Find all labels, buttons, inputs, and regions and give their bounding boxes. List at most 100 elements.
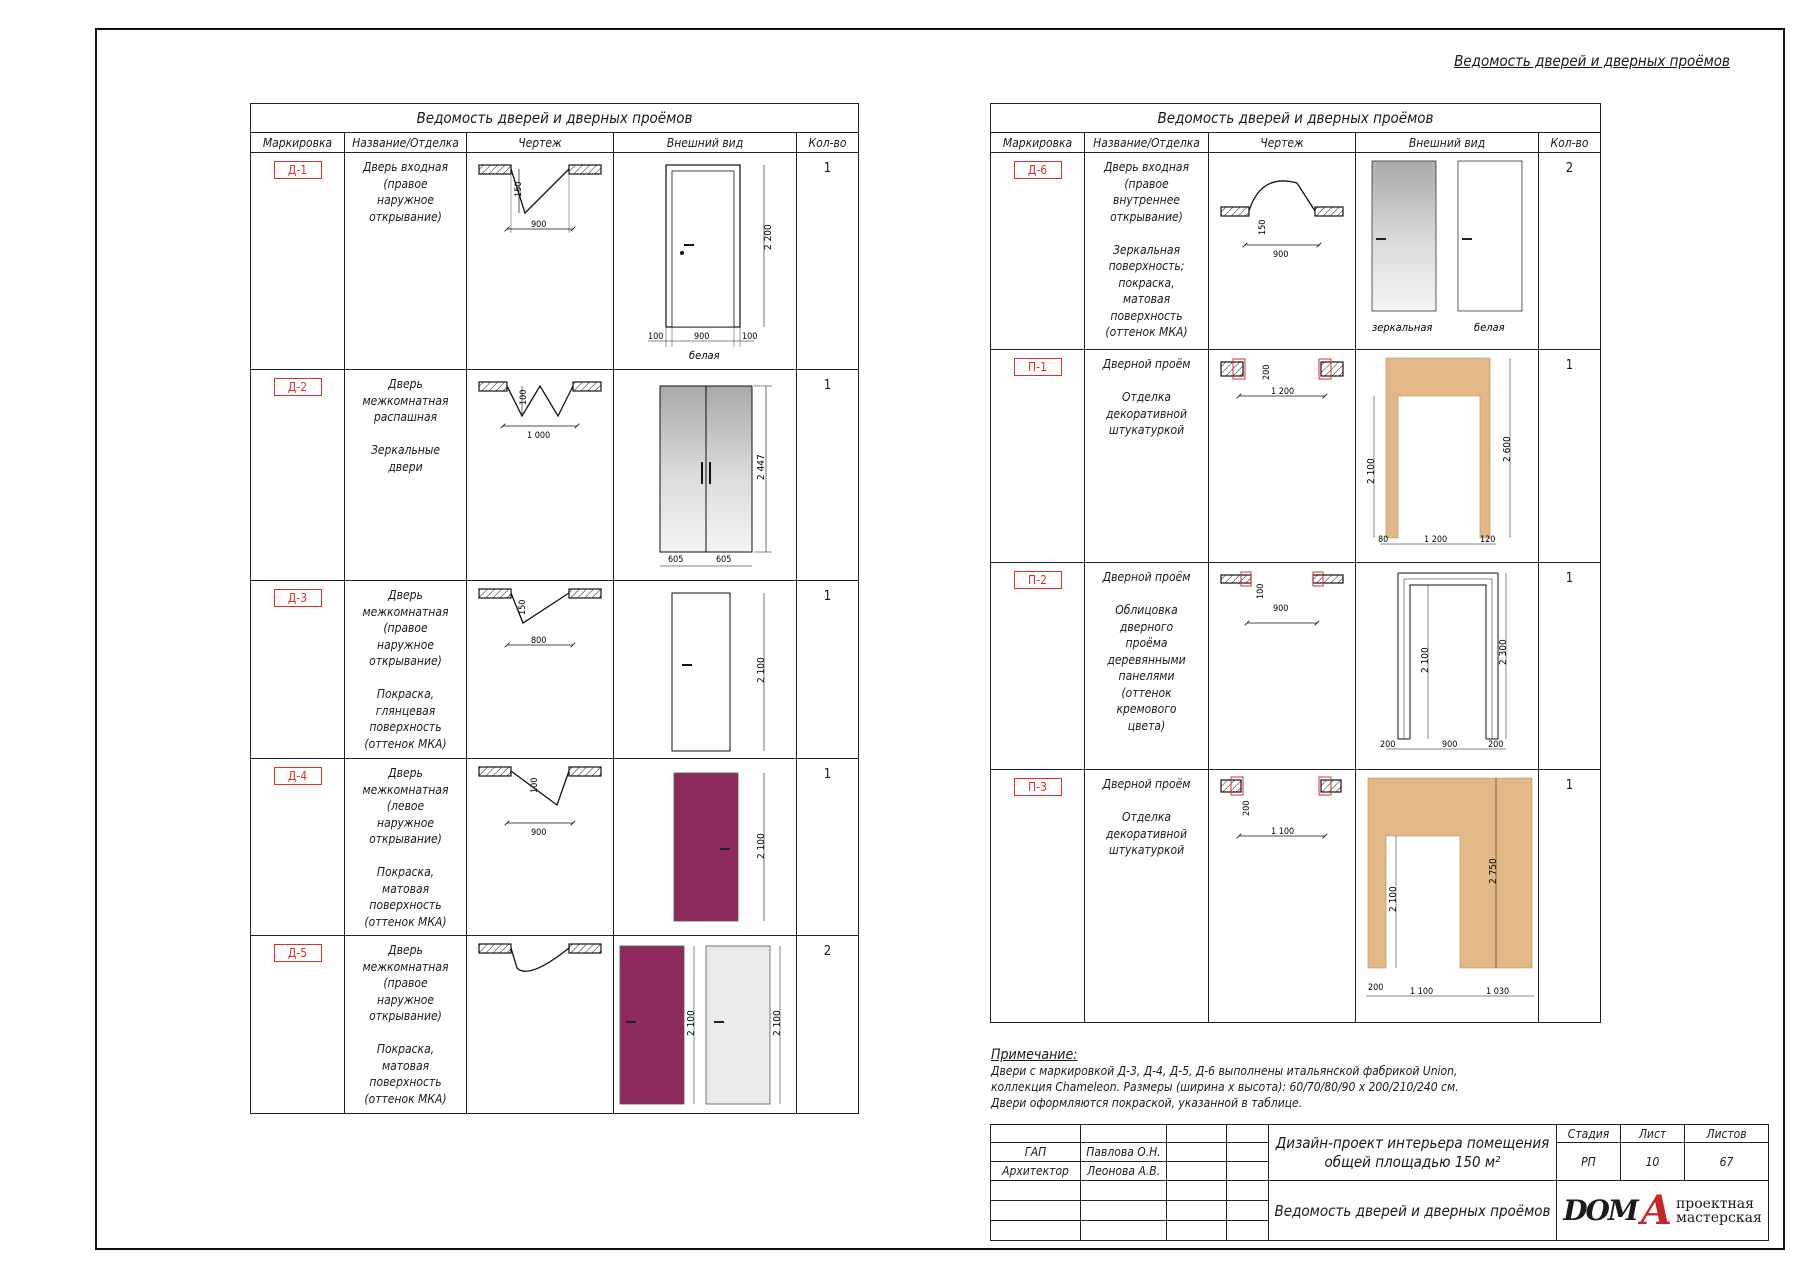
right-table-title: Ведомость дверей и дверных проёмов	[990, 103, 1601, 133]
col-name: Название/Отделка	[344, 132, 467, 153]
appearance-view: 2 100 2 600 80 1 200 120	[1355, 349, 1539, 563]
logo-line1: проектная	[1675, 1195, 1754, 1212]
svg-text:200: 200	[1368, 983, 1383, 993]
svg-text:2 100: 2 100	[1420, 647, 1431, 673]
svg-text:2 600: 2 600	[1502, 436, 1513, 462]
note-block: Примечание: Двери с маркировкой Д-3, Д-4…	[991, 1047, 1551, 1111]
door-d2-elevation: 2 447 605 605	[659, 385, 772, 567]
plan-p2: 100 900	[1220, 571, 1344, 663]
col-view: Внешний вид	[613, 132, 797, 153]
svg-text:900: 900	[531, 220, 546, 230]
svg-text:2 100: 2 100	[1366, 458, 1377, 484]
plan-drawing: 100 900	[1208, 562, 1356, 770]
table-row: П-2 Дверной проём Облицовка дверного про…	[990, 562, 1601, 770]
plan-d6: 150 900	[1220, 180, 1344, 260]
plan-d1: 150 900	[478, 164, 602, 233]
svg-text:1 200: 1 200	[1424, 535, 1447, 545]
mark-badge: П-2	[1013, 571, 1062, 589]
col-qty: Кол-во	[796, 132, 859, 153]
svg-text:800: 800	[531, 636, 546, 646]
table-row: Д-1 Дверь входная (правое наружное откры…	[250, 152, 859, 370]
svg-text:200: 200	[1380, 740, 1395, 750]
svg-text:150: 150	[514, 182, 524, 197]
svg-text:белая: белая	[689, 349, 720, 362]
svg-text:зеркальная: зеркальная	[1372, 321, 1432, 334]
col-view: Внешний вид	[1355, 132, 1539, 153]
appearance-view: 2 200 100 900 100 белая	[613, 152, 797, 370]
svg-text:2 300: 2 300	[1498, 639, 1509, 665]
door-name: Дверь межкомнатная (правое наружное откр…	[362, 588, 449, 751]
svg-text:1 100: 1 100	[1271, 827, 1294, 837]
table-row: Д-3 Дверь межкомнатная (правое наружное …	[250, 580, 859, 759]
svg-text:2 100: 2 100	[772, 1010, 783, 1036]
mark-badge: Д-4	[273, 767, 322, 785]
col-name: Название/Отделка	[1084, 132, 1209, 153]
plan-drawing: 150 900	[466, 152, 614, 370]
left-table-title: Ведомость дверей и дверных проёмов	[250, 103, 859, 133]
svg-text:120: 120	[1480, 535, 1495, 545]
logo-dom: DOM	[1563, 1194, 1639, 1227]
svg-text:100: 100	[742, 332, 757, 342]
plan-drawing: 100 1 000	[466, 369, 614, 581]
svg-text:1 000: 1 000	[527, 431, 550, 441]
svg-text:белая: белая	[1474, 321, 1505, 334]
door-name: Дверь межкомнатная (правое наружное откр…	[362, 943, 449, 1106]
sheets-value: 67	[1684, 1142, 1769, 1181]
table-row: П-3 Дверной проём Отделка декоративной ш…	[990, 769, 1601, 1023]
col-drawing: Чертеж	[1208, 132, 1356, 153]
appearance-view: 2 100 2 100	[613, 935, 797, 1114]
mark-badge: П-1	[1013, 358, 1062, 376]
plan-drawing: 200 1 200	[1208, 349, 1356, 563]
title-block: Дизайн-проект интерьера помещения общей …	[990, 1124, 1769, 1241]
opening-p1-elevation: 2 100 2 600 80 1 200 120	[1366, 357, 1513, 545]
appearance-view: 2 100	[613, 580, 797, 759]
opening-p3-elevation: 2 100 2 750 200 1 100 1 030	[1366, 777, 1534, 997]
svg-text:2 100: 2 100	[756, 833, 767, 859]
svg-text:2 100: 2 100	[756, 657, 767, 683]
svg-text:2 750: 2 750	[1488, 858, 1499, 884]
table-row: Д-6 Дверь входная (правое внутреннее отк…	[990, 152, 1601, 350]
svg-text:900: 900	[1273, 604, 1288, 614]
col-qty: Кол-во	[1538, 132, 1601, 153]
col-drawing: Чертеж	[466, 132, 614, 153]
svg-text:900: 900	[1273, 250, 1288, 260]
table-row: Д-2 Дверь межкомнатная распашная Зеркаль…	[250, 369, 859, 581]
col-mark: Маркировка	[990, 132, 1085, 153]
plan-drawing: 150 900	[1208, 152, 1356, 350]
left-schedule-table: Ведомость дверей и дверных проёмов Марки…	[250, 103, 859, 1114]
plan-drawing: 150 800	[466, 580, 614, 759]
col-mark: Маркировка	[250, 132, 345, 153]
qty: 1	[796, 152, 859, 370]
plan-p3: 200 1 100	[1220, 776, 1342, 870]
plan-d2: 100 1 000	[478, 381, 602, 441]
svg-text:2 100: 2 100	[686, 1010, 697, 1036]
door-name: Дверной проём Отделка декоративной штука…	[1102, 777, 1191, 857]
note-title: Примечание:	[991, 1047, 1078, 1063]
svg-text:200: 200	[1488, 740, 1503, 750]
qty: 1	[796, 758, 859, 936]
sheets-label: Листов	[1684, 1124, 1769, 1143]
svg-text:1 200: 1 200	[1271, 387, 1294, 397]
logo-line2: мастерская	[1675, 1209, 1762, 1226]
note-line: Двери с маркировкой Д-3, Д-4, Д-5, Д-6 в…	[991, 1064, 1458, 1078]
svg-text:200: 200	[1262, 365, 1272, 380]
sheet-value: 10	[1620, 1142, 1685, 1181]
role-architect: Архитектор	[990, 1161, 1081, 1181]
stage-value: РП	[1556, 1142, 1621, 1181]
appearance-view: 2 100 2 750 200 1 100 1 030	[1355, 769, 1539, 1023]
door-d1-elevation: 2 200 100 900 100 белая	[648, 164, 774, 362]
qty: 1	[796, 369, 859, 581]
note-line: коллекция Chameleon. Размеры (ширина х в…	[991, 1080, 1459, 1094]
qty: 1	[1538, 349, 1601, 563]
right-schedule-table: Ведомость дверей и дверных проёмов Марки…	[990, 103, 1601, 1023]
sheet-name: Ведомость дверей и дверных проёмов	[1268, 1180, 1557, 1241]
svg-text:100: 100	[519, 390, 529, 405]
svg-text:150: 150	[1258, 220, 1268, 235]
qty: 1	[1538, 769, 1601, 1023]
svg-text:2 447: 2 447	[756, 454, 767, 480]
svg-text:605: 605	[668, 555, 683, 565]
appearance-view: 2 447 605 605	[613, 369, 797, 581]
door-name: Дверь входная (правое внутреннее открыва…	[1103, 160, 1190, 339]
name-gap: Павлова О.Н.	[1080, 1142, 1167, 1162]
